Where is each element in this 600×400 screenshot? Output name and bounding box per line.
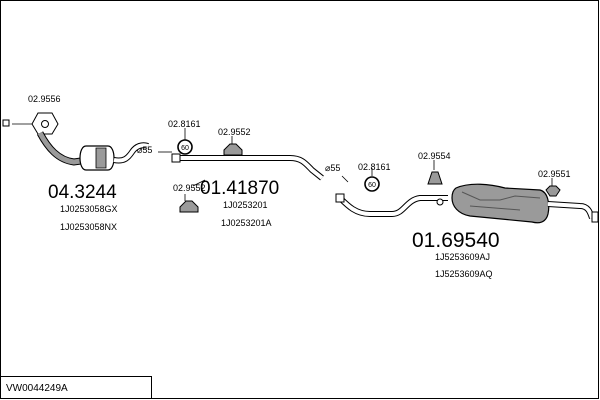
clamp-ring-1: 60 [177, 139, 193, 155]
rubber-hanger-3 [427, 171, 443, 185]
diameter-label-1: ⌀55 [137, 145, 153, 155]
front-ref-2: 1J0253058NX [60, 222, 118, 232]
rear-pipe [335, 193, 448, 217]
rubber-hanger-2 [179, 200, 199, 213]
part-label-6: 02.9554 [418, 151, 451, 161]
clamp-1-size: 60 [181, 145, 189, 152]
middle-ref-1: 1J0253201 [223, 200, 268, 210]
part-label-5: 02.8161 [358, 162, 391, 172]
rear-ref-1: 1J5253609AJ [435, 252, 491, 262]
middle-group-number: 01.41870 [200, 178, 280, 199]
hanger-pin [436, 198, 444, 206]
middle-ref-2: 1J0253201A [221, 218, 272, 228]
rubber-hanger-4 [545, 185, 561, 197]
diagram-code-box: VW0044249A [0, 376, 152, 399]
front-group-number: 04.3244 [48, 182, 117, 203]
end-marker-right [591, 211, 599, 223]
rubber-hanger-1 [223, 143, 243, 156]
part-label-7: 02.9551 [538, 169, 571, 179]
leader-lines [12, 123, 553, 201]
diagram-code: VW0044249A [6, 383, 68, 394]
rear-ref-2: 1J5253609AQ [435, 269, 493, 279]
clamp-2-size: 60 [368, 182, 376, 189]
part-label-1: 02.9556 [28, 94, 61, 104]
rear-silencer [451, 183, 595, 224]
part-label-2: 02.8161 [168, 119, 201, 129]
diameter-label-2: ⌀55 [325, 163, 341, 173]
end-marker-left [2, 119, 10, 127]
part-label-4: 02.9552 [173, 183, 206, 193]
clamp-ring-2: 60 [364, 176, 380, 192]
front-pipe-with-catalyst [31, 112, 149, 171]
part-label-3: 02.9552 [218, 127, 251, 137]
middle-pipe [171, 153, 324, 181]
rear-group-number: 01.69540 [412, 229, 500, 252]
front-ref-1: 1J0253058GX [60, 204, 118, 214]
